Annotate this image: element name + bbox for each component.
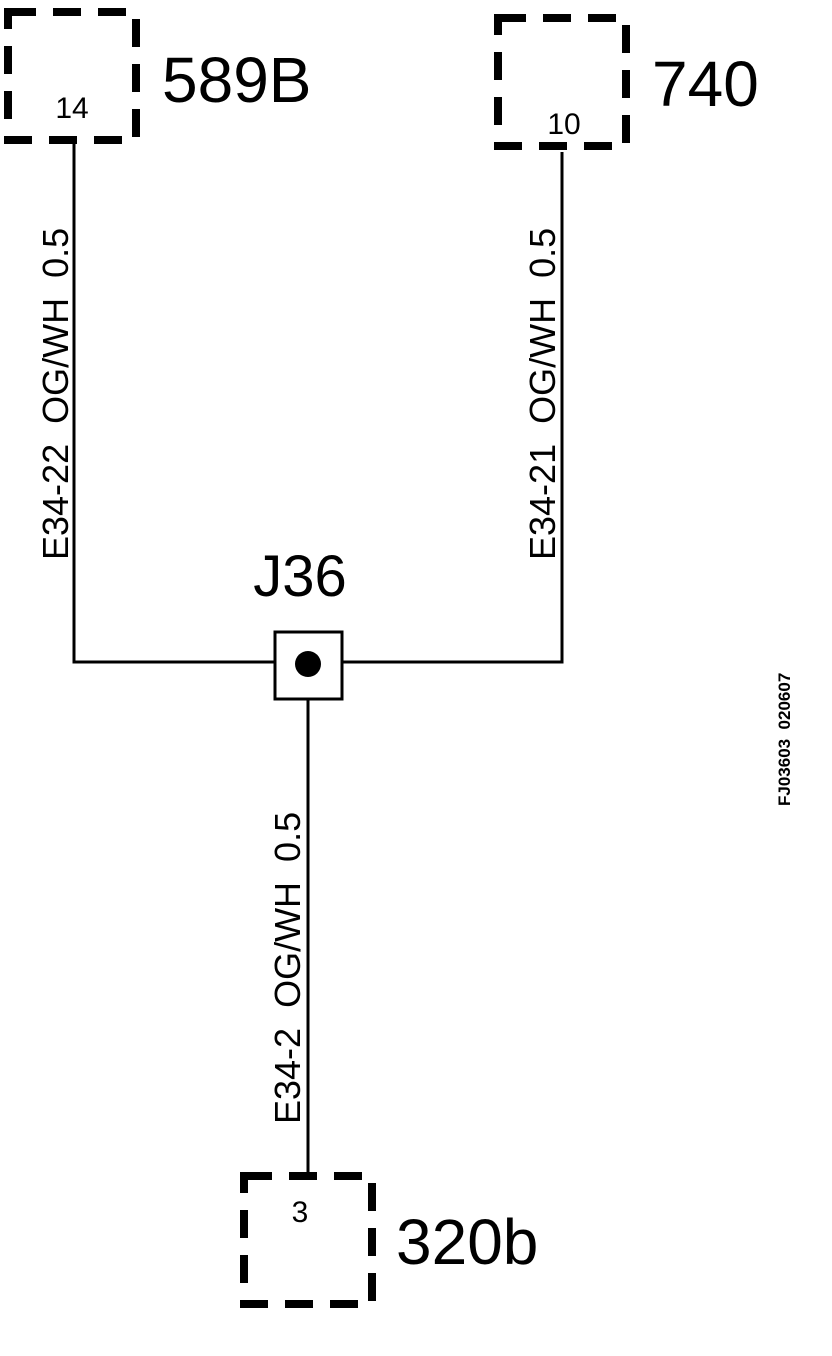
connector-740-outline (494, 14, 630, 150)
connector-320b-pin: 3 (292, 1196, 309, 1229)
connector-320b: 3 320b (240, 1172, 538, 1308)
wire-label-e34-2: E34-2 OG/WH 0.5 (267, 812, 308, 1124)
connector-740: 10 740 (494, 14, 759, 150)
drawing-code: FJ03603 020607 (775, 673, 794, 806)
junction-j36: J36 (253, 544, 347, 701)
junction-dot (295, 651, 321, 677)
connector-589b: 14 589B (4, 8, 311, 144)
connector-320b-label: 320b (396, 1206, 538, 1278)
junction-label: J36 (253, 544, 347, 609)
wire-label-e34-21: E34-21 OG/WH 0.5 (522, 228, 563, 560)
wire-label-e34-22: E34-22 OG/WH 0.5 (35, 228, 76, 560)
connector-740-label: 740 (652, 48, 759, 120)
connector-589b-pin: 14 (55, 92, 88, 125)
connector-740-pin: 10 (547, 108, 580, 141)
connector-589b-outline (4, 8, 140, 144)
connector-589b-label: 589B (162, 44, 311, 116)
